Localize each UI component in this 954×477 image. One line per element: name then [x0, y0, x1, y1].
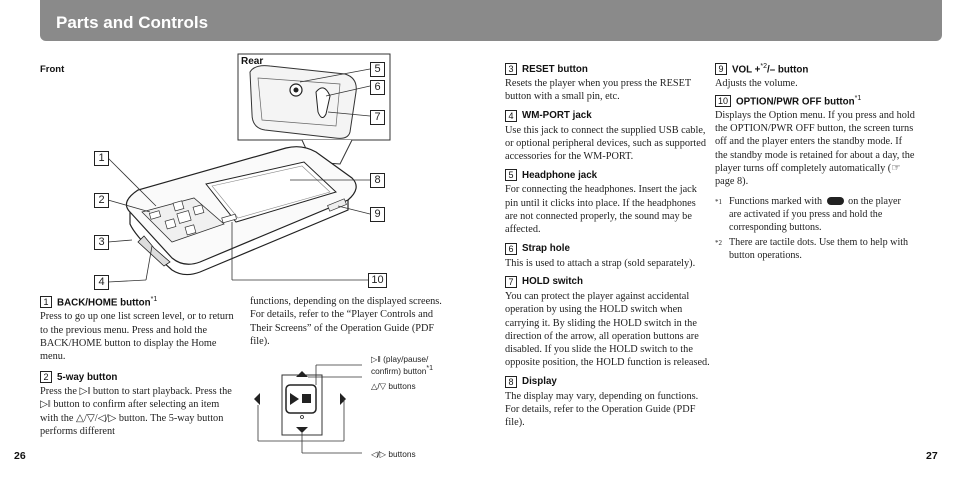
item-title: OPTION/PWR OFF button	[736, 95, 855, 107]
item-heading: 4 WM-PORT jack	[505, 109, 710, 122]
item-title: Headphone jack	[522, 169, 598, 181]
item-text: For connecting the headphones. Insert th…	[505, 184, 697, 236]
item-title: RESET button	[522, 63, 588, 75]
item-number: 7	[505, 275, 517, 288]
item-4: 4 WM-PORT jack Use this jack to connect …	[505, 109, 710, 164]
footnote-1: *1 Functions marked with on the player a…	[715, 195, 915, 234]
page-title: Parts and Controls	[56, 13, 209, 32]
page-number-right: 27	[926, 450, 938, 462]
item-9: 9 VOL +*2/– button Adjusts the volume.	[715, 63, 915, 91]
item-number: 2	[40, 371, 52, 383]
middle-column: 3 RESET button Resets the player when yo…	[505, 63, 710, 430]
footnote-text-before: Functions marked with	[729, 195, 823, 207]
item-title-after: /– button	[767, 64, 809, 76]
pill-button-icon	[826, 197, 844, 206]
item-10: 10 OPTION/PWR OFF button*1 Displays the …	[715, 95, 915, 189]
callout-5: 5	[370, 62, 385, 77]
item-sup: *2	[760, 63, 768, 70]
item-sup: *1	[854, 94, 862, 102]
item-7: 7 HOLD switch You can protect the player…	[505, 275, 710, 370]
item-heading: 5 Headphone jack	[505, 169, 710, 182]
item-6: 6 Strap hole This is used to attach a st…	[505, 242, 710, 270]
item-5: 5 Headphone jack For connecting the head…	[505, 169, 710, 236]
footnote-text: There are tactile dots. Use them to help…	[729, 236, 909, 261]
item-heading: 9 VOL +*2/– button	[715, 63, 915, 75]
footnote-2: *2 There are tactile dots. Use them to h…	[715, 236, 915, 262]
item-number: 3	[505, 63, 517, 75]
item-heading: 6 Strap hole	[505, 242, 710, 255]
item-number: 8	[505, 375, 517, 388]
item-text: Resets the player when you press the RES…	[505, 78, 691, 103]
callout-3: 3	[94, 235, 109, 250]
item-number: 5	[505, 169, 517, 182]
item-text: Press to go up one list screen level, or…	[40, 311, 234, 363]
item-number: 10	[715, 94, 731, 107]
item-2: 2 5-way button Press the ▷ǁ button to st…	[40, 371, 240, 438]
five-way-button-diagram	[254, 364, 362, 454]
item-number: 9	[715, 63, 727, 76]
item-heading: 10 OPTION/PWR OFF button*1	[715, 95, 915, 107]
right-column: 9 VOL +*2/– button Adjusts the volume. 1…	[715, 63, 915, 262]
item-text: The display may vary, depending on funct…	[505, 390, 699, 429]
item-text: Use this jack to connect the supplied US…	[505, 124, 707, 163]
callout-2: 2	[94, 193, 109, 208]
callout-7: 7	[370, 110, 385, 125]
item-text: Adjusts the volume.	[715, 78, 798, 90]
item-number: 4	[505, 109, 517, 122]
player-diagram	[107, 53, 391, 283]
callout-6: 6	[370, 80, 385, 95]
front-label: Front	[40, 64, 65, 75]
item-title: Strap hole	[522, 243, 570, 255]
rear-label: Rear	[241, 56, 264, 67]
callout-4: 4	[94, 275, 109, 290]
item-title: VOL +	[732, 64, 761, 76]
footnote-text-after: on the player are activated if you press…	[729, 195, 901, 233]
item-heading: 2 5-way button	[40, 371, 240, 383]
footnote-mark: *2	[715, 238, 722, 247]
play-label-line2: confirm) button	[371, 365, 427, 376]
section-header: Parts and Controls	[40, 0, 942, 41]
play-label-line1: ▷ǁ (play/pause/	[371, 354, 429, 364]
item-heading: 3 RESET button	[505, 63, 710, 75]
item-title: HOLD switch	[522, 276, 583, 288]
callout-1: 1	[94, 151, 109, 166]
updown-buttons-label: △/▽ buttons	[371, 381, 416, 391]
page-number-left: 26	[14, 450, 26, 462]
play-button-label: ▷ǁ (play/pause/ confirm) button*1	[371, 354, 451, 376]
item-sup: *1	[150, 296, 158, 303]
item-2-continued: functions, depending on the displayed sc…	[250, 296, 442, 347]
item-text: This is used to attach a strap (sold sep…	[505, 257, 696, 269]
item-3: 3 RESET button Resets the player when yo…	[505, 63, 710, 104]
item-text: You can protect the player against accid…	[505, 290, 710, 369]
item-title: WM-PORT jack	[522, 110, 592, 122]
item-heading: 7 HOLD switch	[505, 275, 710, 288]
callout-10: 10	[368, 273, 387, 288]
item-1: 1 BACK/HOME button*1 Press to go up one …	[40, 296, 240, 363]
item-number: 6	[505, 242, 517, 255]
item-text: Press the ▷ǁ button to start playback. P…	[40, 386, 232, 437]
footnote-mark: *1	[715, 197, 722, 206]
callout-8: 8	[370, 173, 385, 188]
item-text: Displays the Option menu. If you press a…	[715, 109, 915, 188]
item-8: 8 Display The display may vary, dependin…	[505, 375, 710, 430]
play-label-sup: *1	[426, 365, 433, 372]
item-heading: 1 BACK/HOME button*1	[40, 296, 240, 308]
item-title: 5-way button	[57, 371, 118, 383]
leftright-buttons-label: ◁/▷ buttons	[371, 449, 416, 459]
item-number: 1	[40, 296, 52, 309]
item-heading: 8 Display	[505, 375, 710, 388]
footnotes: *1 Functions marked with on the player a…	[715, 195, 915, 262]
item-title: BACK/HOME button	[57, 297, 151, 309]
callout-9: 9	[370, 207, 385, 222]
item-title: Display	[522, 376, 557, 388]
